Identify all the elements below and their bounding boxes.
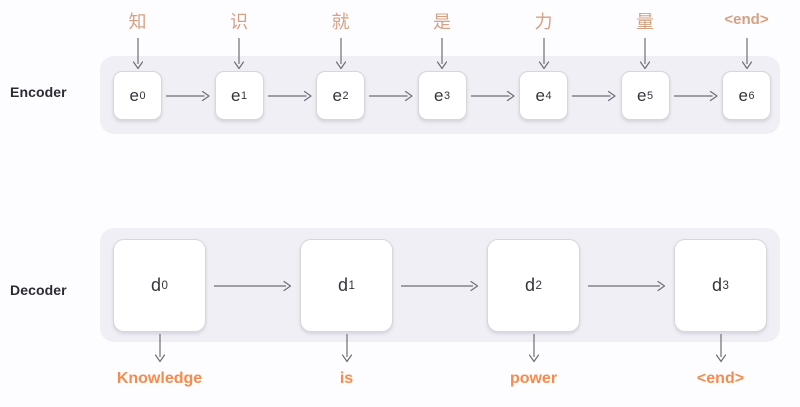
decoder-output-word-2: power xyxy=(509,370,558,387)
cell-subscript-label: 0 xyxy=(161,279,168,292)
cell-base-label: e xyxy=(129,85,139,105)
cell-base-label: e xyxy=(636,85,647,105)
cell-base-label: d xyxy=(712,275,723,295)
cell-subscript-label: 4 xyxy=(545,89,552,102)
encoder-input-token-2: 就 xyxy=(331,12,350,32)
encoder-input-token-4: 力 xyxy=(534,12,553,32)
encoder-input-token-0: 知 xyxy=(128,12,147,32)
cell-subscript-label: 0 xyxy=(139,89,146,102)
decoder-output-word-3: <end> xyxy=(696,370,745,387)
encoder-row-label: Encoder xyxy=(10,84,67,100)
cell-base-label: d xyxy=(338,275,349,295)
decoder-output-word-1: is xyxy=(339,370,354,387)
decoder-row-label: Decoder xyxy=(10,282,67,298)
cell-subscript-label: 1 xyxy=(240,89,248,102)
cell-subscript-label: 6 xyxy=(748,89,755,102)
cell-subscript-label: 2 xyxy=(342,89,349,102)
cell-base-label: d xyxy=(151,275,162,295)
cell-base-label: e xyxy=(535,85,545,105)
cell-base-label: e xyxy=(332,85,342,105)
encoder-input-token-3: 是 xyxy=(433,12,451,32)
cell-subscript-label: 2 xyxy=(535,279,542,292)
encoder-input-token-5: 量 xyxy=(636,12,654,32)
cell-base-label: e xyxy=(230,85,241,105)
cell-subscript-label: 3 xyxy=(722,279,729,292)
cell-base-label: e xyxy=(433,85,444,105)
encoder-input-token-1: 识 xyxy=(230,12,248,32)
cell-base-label: d xyxy=(525,275,536,295)
cell-subscript-label: 1 xyxy=(348,279,355,292)
decoder-output-word-0: Knowledge xyxy=(116,370,203,387)
cell-subscript-label: 5 xyxy=(646,89,654,102)
encoder-input-token-6: <end> xyxy=(724,11,769,28)
cell-subscript-label: 3 xyxy=(443,89,451,102)
cell-base-label: e xyxy=(738,85,748,105)
